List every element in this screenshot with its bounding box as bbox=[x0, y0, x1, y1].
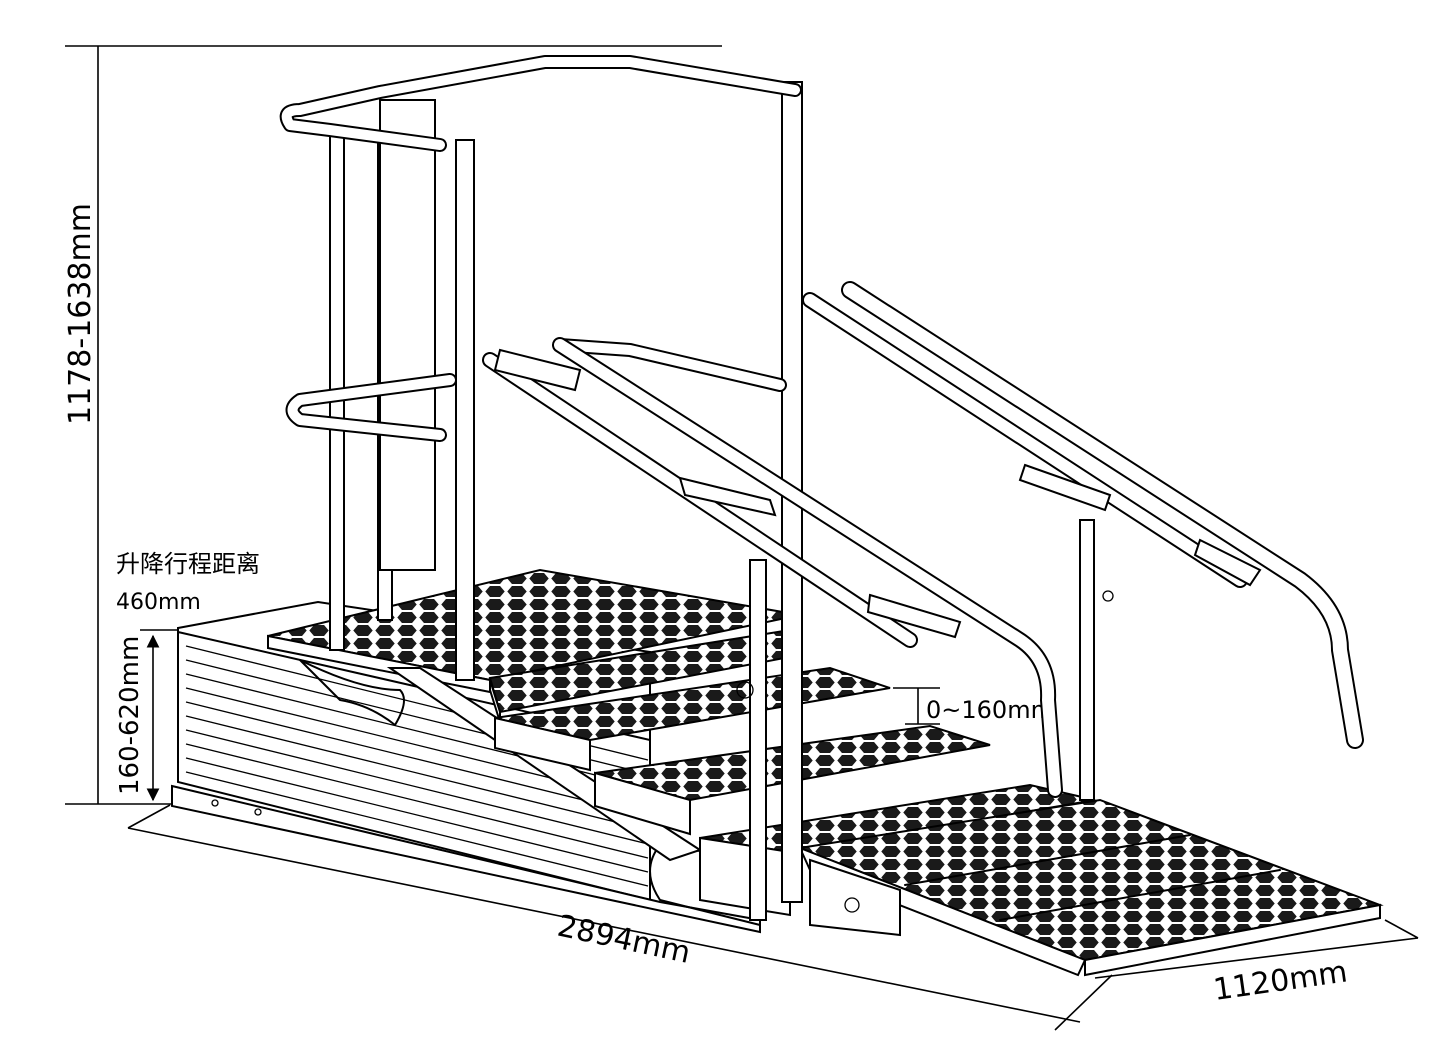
right-handrail bbox=[802, 281, 1364, 749]
length-label: 2894mm bbox=[554, 909, 693, 971]
left-handrail bbox=[482, 337, 1063, 798]
lift-travel-title: 升降行程距离 bbox=[116, 550, 260, 578]
height-range-label: 1178-1638mm bbox=[63, 203, 98, 425]
step-adjust-label: 0~160mm bbox=[926, 696, 1054, 724]
lift-travel-value: 460mm bbox=[116, 590, 201, 615]
step-adjust-dimension bbox=[893, 687, 940, 725]
lift-range-label: 160-620mm bbox=[115, 636, 145, 795]
bellows-cover bbox=[177, 630, 651, 902]
overall-height-dimension bbox=[65, 45, 722, 805]
length-dimension bbox=[127, 804, 1113, 1031]
upright-posts bbox=[329, 81, 1095, 921]
front-bracket bbox=[809, 858, 901, 937]
width-label: 1120mm bbox=[1211, 955, 1349, 1008]
width-dimension bbox=[1094, 919, 1419, 979]
rail-clamps bbox=[493, 348, 1262, 699]
lift-range-dimension bbox=[140, 629, 178, 802]
top-handrail-frame bbox=[279, 55, 802, 442]
